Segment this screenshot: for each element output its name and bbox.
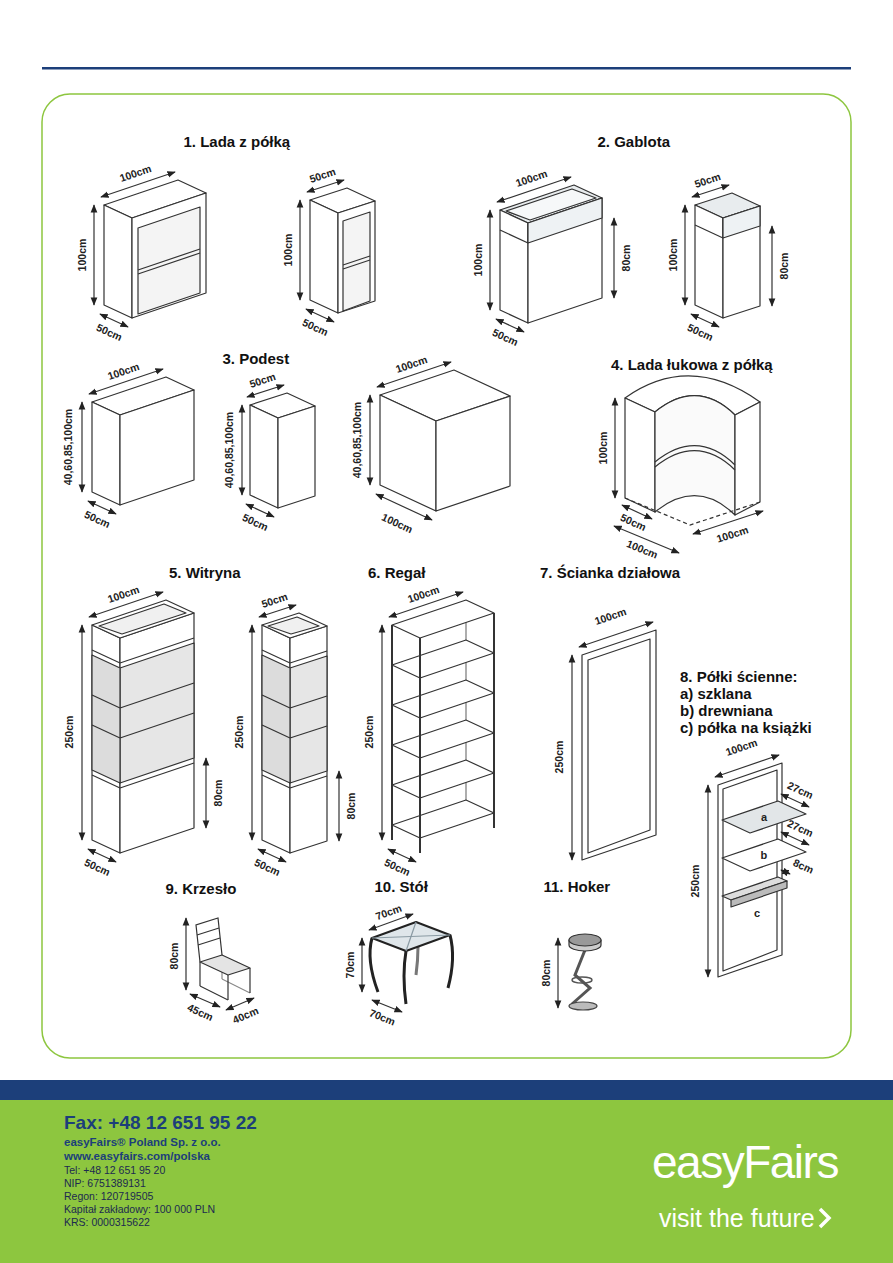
- company-detail: Tel: +48 12 651 95 20: [64, 1164, 165, 1176]
- company-detail: NIP: 6751389131: [64, 1177, 146, 1189]
- item-title: 10. Stół: [375, 878, 428, 895]
- item-title: 9. Krzesło: [166, 880, 237, 897]
- footer-fax: Fax: +48 12 651 95 22: [64, 1112, 257, 1134]
- dimension-label: 50cm: [692, 170, 721, 190]
- dimension-label: 50cm: [490, 326, 519, 348]
- dimension-label: 100cm: [379, 511, 414, 536]
- company-detail: KRS: 0000315622: [64, 1216, 150, 1228]
- shelf-letter: c: [754, 907, 760, 920]
- dimension-label: 100cm: [117, 162, 152, 184]
- header-rule: [42, 67, 851, 70]
- dimension-label: 50cm: [259, 590, 288, 610]
- list-item: 8. Półki ścienne:: [680, 668, 798, 685]
- list-item: b) drewniana: [680, 702, 773, 719]
- dimension-label: 50cm: [94, 321, 123, 343]
- item-title: 3. Podest: [223, 350, 290, 367]
- table-drawing: [362, 914, 453, 1012]
- dimension-label: 100cm: [597, 432, 609, 465]
- dimension-label: 50cm: [247, 370, 276, 390]
- dimension-label: 50cm: [300, 316, 329, 338]
- partition-wall-drawing: [572, 622, 656, 860]
- shelving-drawing: [382, 592, 494, 862]
- dimension-label: 45cm: [185, 1001, 214, 1023]
- list-item: c) półka na książki: [680, 719, 812, 736]
- dimension-label: 100cm: [592, 605, 627, 627]
- content-frame: [42, 94, 851, 1058]
- footer-band: Fax: +48 12 651 95 22 easyFairs® Poland S…: [0, 1100, 893, 1263]
- item-title: 4. Lada łukowa z półką: [611, 356, 773, 373]
- curved-counter-drawing: [614, 376, 763, 553]
- dimension-label: 100cm: [723, 736, 758, 758]
- item-title: 2. Gablota: [598, 133, 671, 150]
- dimension-label: 250cm: [363, 716, 375, 749]
- dimension-label: 50cm: [252, 856, 281, 878]
- dimension-label: 40,60,85,100cm: [351, 402, 363, 478]
- dimension-label: 50cm: [82, 508, 111, 530]
- counter-drawing: [94, 172, 375, 327]
- item-title: 1. Lada z półką: [184, 133, 291, 150]
- company-detail: Regon: 120719505: [64, 1190, 153, 1202]
- dimension-label: 80cm: [778, 253, 790, 280]
- dimension-label: 250cm: [233, 716, 245, 749]
- shelf-letter: b: [761, 849, 768, 862]
- dimension-label: 100cm: [714, 523, 749, 545]
- company-detail: Kapitał zakładowy: 100 000 PLN: [64, 1203, 215, 1215]
- dimension-label: 100cm: [624, 537, 659, 560]
- dimension-label: 50cm: [307, 165, 336, 185]
- dimension-label: 50cm: [685, 321, 714, 343]
- item-title: 7. Ścianka działowa: [540, 564, 680, 581]
- dimension-label: 40cm: [230, 1004, 259, 1026]
- dimension-label: 70cm: [367, 1006, 396, 1027]
- dimension-label: 100cm: [282, 234, 294, 267]
- dimension-label: 50cm: [240, 511, 269, 533]
- showcase-drawing: [490, 177, 772, 332]
- dimension-label: 8cm: [791, 856, 815, 876]
- brand-logo: easyFairs: [652, 1136, 838, 1189]
- chevron-icon: [820, 1209, 829, 1227]
- shelf-letter: a: [761, 811, 767, 824]
- footer-stripe: [0, 1080, 893, 1100]
- dimension-label: 100cm: [513, 167, 548, 189]
- dimension-label: 250cm: [689, 865, 701, 898]
- company-website: www.easyfairs.com/polska: [64, 1150, 210, 1163]
- dimension-label: 40,60,85,100cm: [62, 409, 74, 485]
- item-title: 6. Regał: [368, 564, 426, 581]
- podium-drawing: [82, 362, 510, 520]
- item-title: 5. Witryna: [169, 564, 241, 581]
- dimension-label: 40,60,85,100cm: [223, 412, 235, 488]
- dimension-label: 100cm: [667, 239, 679, 272]
- dimension-label: 80cm: [620, 245, 632, 272]
- chair-drawing: [186, 918, 254, 1010]
- footer-ground: [0, 1100, 893, 1263]
- bar-stool-drawing: [558, 934, 601, 1010]
- dimension-label: 250cm: [63, 716, 75, 749]
- dimension-label: 250cm: [553, 741, 565, 774]
- list-item: a) szklana: [680, 685, 752, 702]
- item-title: 11. Hoker: [544, 878, 611, 895]
- dimension-label: 80cm: [540, 960, 552, 987]
- dimension-label: 70cm: [344, 952, 356, 979]
- dimension-label: 80cm: [212, 780, 224, 807]
- dimension-label: 50cm: [82, 856, 111, 878]
- dimension-label: 100cm: [472, 244, 484, 277]
- dimension-label: 80cm: [168, 943, 180, 970]
- dimension-label: 50cm: [382, 856, 411, 878]
- company-name: easyFairs® Poland Sp. z o.o.: [64, 1136, 221, 1149]
- brand-slogan: visit the future: [659, 1204, 815, 1233]
- dimension-label: 100cm: [76, 239, 88, 272]
- vitrine-drawing: [82, 592, 339, 862]
- dimension-label: 80cm: [345, 793, 357, 820]
